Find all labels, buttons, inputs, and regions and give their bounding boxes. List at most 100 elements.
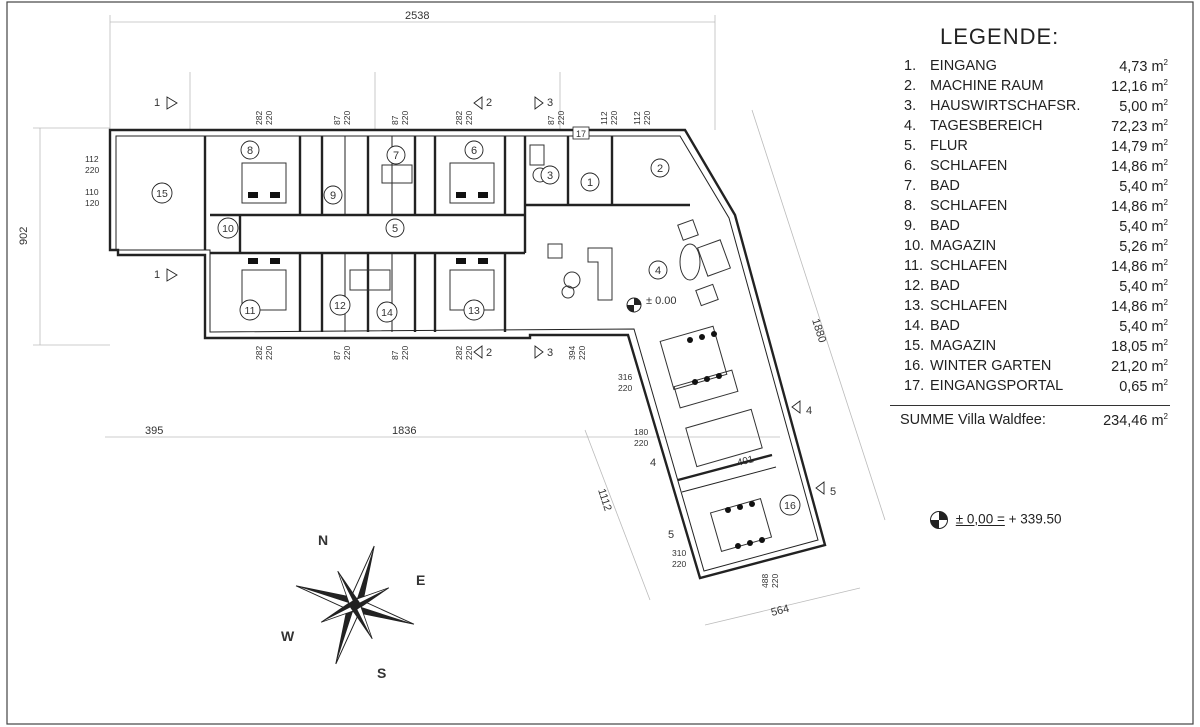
- room-7-label: 7: [386, 145, 406, 165]
- furniture: [241, 144, 773, 553]
- sheet-border: [6, 1, 1194, 725]
- svg-text:1: 1: [587, 177, 593, 189]
- svg-text:87: 87: [390, 115, 400, 125]
- compass-n: N: [318, 532, 328, 548]
- legend-item-name: MACHINE RAUM: [930, 78, 1044, 94]
- room-6-label: 6: [464, 140, 484, 160]
- legend-item-name: MAGAZIN: [930, 238, 997, 254]
- svg-text:5: 5: [392, 223, 398, 235]
- legend-item-area: 21,20 m2: [1111, 358, 1168, 375]
- legend-item-name: SCHLAFEN: [930, 298, 1008, 314]
- svg-text:220: 220: [342, 346, 352, 360]
- svg-text:220: 220: [672, 559, 686, 569]
- svg-text:120: 120: [85, 198, 99, 208]
- legend-item-number: 6.: [904, 158, 917, 174]
- room-10-label: 10: [217, 217, 239, 239]
- svg-text:220: 220: [770, 574, 780, 588]
- svg-text:112: 112: [599, 111, 609, 125]
- compass-rose-icon: N E S W: [281, 532, 425, 681]
- svg-text:220: 220: [618, 383, 632, 393]
- svg-text:2: 2: [486, 97, 492, 109]
- svg-text:13: 13: [468, 305, 480, 317]
- legend-item: 3.HAUSWIRTSCHAFSR.5,00 m2: [890, 98, 1175, 118]
- legend-item-number: 9.: [904, 218, 917, 234]
- legend-item-name: TAGESBEREICH: [930, 118, 1043, 134]
- svg-text:316: 316: [618, 372, 632, 382]
- room-numbers: 1 2 3 4 5 6 7 8 9 10 11 12 13 14 15 16 1…: [151, 126, 801, 516]
- svg-text:220: 220: [464, 111, 474, 125]
- dimension-left: 902: [18, 227, 30, 245]
- legend-item-number: 10.: [904, 238, 925, 254]
- legend-item-name: EINGANGSPORTAL: [930, 378, 1064, 394]
- legend-item-number: 8.: [904, 198, 917, 214]
- legend-item-number: 2.: [904, 78, 917, 94]
- legend-divider: [890, 405, 1170, 406]
- svg-text:220: 220: [400, 346, 410, 360]
- legend-item-area: 14,86 m2: [1111, 158, 1168, 175]
- legend-item-area: 14,86 m2: [1111, 298, 1168, 315]
- dimension-diag-right: 1880: [809, 317, 828, 344]
- svg-text:220: 220: [264, 111, 274, 125]
- compass-w: W: [281, 628, 295, 644]
- legend-item-area: 12,16 m2: [1111, 78, 1168, 95]
- svg-text:87: 87: [390, 350, 400, 360]
- svg-text:12: 12: [334, 300, 346, 312]
- legend-item-name: BAD: [930, 178, 960, 194]
- svg-text:7: 7: [393, 150, 399, 162]
- legend-item-area: 5,40 m2: [1119, 278, 1168, 295]
- legend-item: 2. MACHINE RAUM 12,16 m2: [890, 78, 1175, 98]
- room-14-label: 14: [376, 301, 398, 323]
- room-8-label: 8: [240, 140, 260, 160]
- svg-text:87: 87: [332, 115, 342, 125]
- svg-text:220: 220: [634, 438, 648, 448]
- svg-text:220: 220: [642, 111, 652, 125]
- level-symbol-icon: [930, 511, 948, 529]
- svg-text:14: 14: [381, 307, 393, 319]
- legend-item-number: 1.: [904, 58, 917, 74]
- dimension-top: 2538: [405, 10, 429, 22]
- svg-text:2: 2: [486, 347, 492, 359]
- svg-text:4: 4: [655, 265, 661, 277]
- total-value: 234,46 m2: [1103, 412, 1168, 429]
- compass-e: E: [416, 572, 425, 588]
- svg-text:110: 110: [85, 187, 99, 197]
- legend-item-area: 5,40 m2: [1119, 178, 1168, 195]
- svg-text:4: 4: [806, 405, 812, 417]
- room-16-label: 16: [779, 494, 801, 516]
- svg-text:220: 220: [342, 111, 352, 125]
- room-4-label: 4: [648, 260, 668, 280]
- svg-text:5: 5: [830, 486, 836, 498]
- legend-item-area: 72,23 m2: [1111, 118, 1168, 135]
- legend-item-number: 13.: [904, 298, 925, 314]
- total-label: SUMME Villa Waldfee:: [900, 412, 1046, 428]
- furniture-dark: [248, 192, 765, 549]
- svg-text:282: 282: [454, 346, 464, 360]
- svg-text:112: 112: [632, 111, 642, 125]
- dimension-lines: [33, 15, 886, 626]
- svg-text:220: 220: [264, 346, 274, 360]
- elevation-value: + 339.50: [1008, 511, 1062, 527]
- room-5-label: 5: [385, 218, 405, 238]
- legend-item-area: 4,73 m2: [1119, 58, 1168, 75]
- svg-text:9: 9: [330, 190, 336, 202]
- section-markers: 1 1 2 2 3 3 4 4 5 5: [154, 96, 836, 541]
- dimension-bottom-mid: 1836: [392, 425, 416, 437]
- svg-text:17: 17: [576, 129, 586, 139]
- legend-item: 7. BAD 5,40 m2: [890, 178, 1175, 198]
- svg-text:5: 5: [668, 529, 674, 541]
- legend-item-name: BAD: [930, 218, 960, 234]
- svg-text:282: 282: [254, 346, 264, 360]
- legend-item-number: 3.: [904, 98, 917, 114]
- svg-text:282: 282: [454, 111, 464, 125]
- svg-text:3: 3: [547, 97, 553, 109]
- legend-item-area: 5,40 m2: [1119, 318, 1168, 335]
- legend-item-number: 7.: [904, 178, 917, 194]
- svg-text:1: 1: [154, 97, 160, 109]
- svg-text:180: 180: [634, 427, 648, 437]
